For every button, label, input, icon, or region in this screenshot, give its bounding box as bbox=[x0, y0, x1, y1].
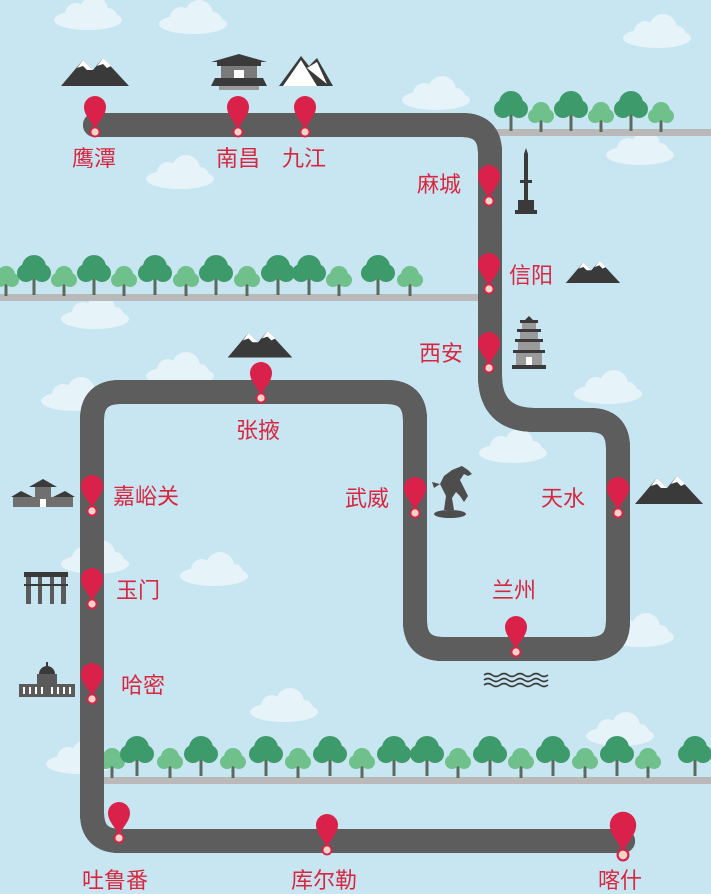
station-label-xinyang: 信阳 bbox=[509, 264, 554, 289]
station-label-tianshui: 天水 bbox=[541, 487, 586, 512]
tree-row-bottom bbox=[99, 736, 711, 778]
mountain-icon bbox=[565, 260, 621, 283]
station-label-zhangye: 张掖 bbox=[236, 419, 281, 444]
station-label-jiayuguan: 嘉峪关 bbox=[113, 485, 180, 510]
station-label-kashi: 喀什 bbox=[598, 869, 643, 894]
monument-icon bbox=[515, 148, 537, 214]
snow-mountain-icon bbox=[279, 56, 333, 86]
pagoda-gate-icon bbox=[211, 54, 267, 90]
station-label-wuwei: 武威 bbox=[345, 487, 390, 512]
capitol-building-icon bbox=[19, 662, 75, 697]
station-label-tulufan: 吐鲁番 bbox=[82, 869, 149, 894]
station-label-macheng: 麻城 bbox=[417, 173, 462, 198]
station-label-kuerle: 库尔勒 bbox=[291, 869, 358, 894]
station-label-xian: 西安 bbox=[419, 342, 464, 367]
mountain-icon bbox=[227, 330, 293, 358]
station-label-yumen: 玉门 bbox=[116, 579, 161, 604]
tree-row-top bbox=[494, 91, 674, 132]
pagoda-icon bbox=[512, 316, 546, 369]
station-label-hami: 哈密 bbox=[121, 674, 166, 699]
stone-arch-icon bbox=[24, 572, 68, 604]
fortress-gate-icon bbox=[11, 479, 75, 507]
station-label-jiujiang: 九江 bbox=[282, 147, 327, 172]
railway-route bbox=[80, 113, 635, 853]
mountain-icon bbox=[61, 58, 129, 86]
mountain-icon bbox=[635, 476, 703, 504]
station-label-yingtan: 鹰潭 bbox=[72, 147, 117, 172]
water-icon bbox=[483, 672, 549, 688]
pin-kashi[interactable] bbox=[608, 810, 638, 862]
station-label-lanzhou: 兰州 bbox=[492, 579, 537, 604]
horse-statue-icon bbox=[432, 466, 472, 518]
station-label-nanchang: 南昌 bbox=[216, 147, 261, 172]
ground-strips bbox=[0, 129, 711, 784]
tree-row-middle bbox=[0, 255, 423, 296]
